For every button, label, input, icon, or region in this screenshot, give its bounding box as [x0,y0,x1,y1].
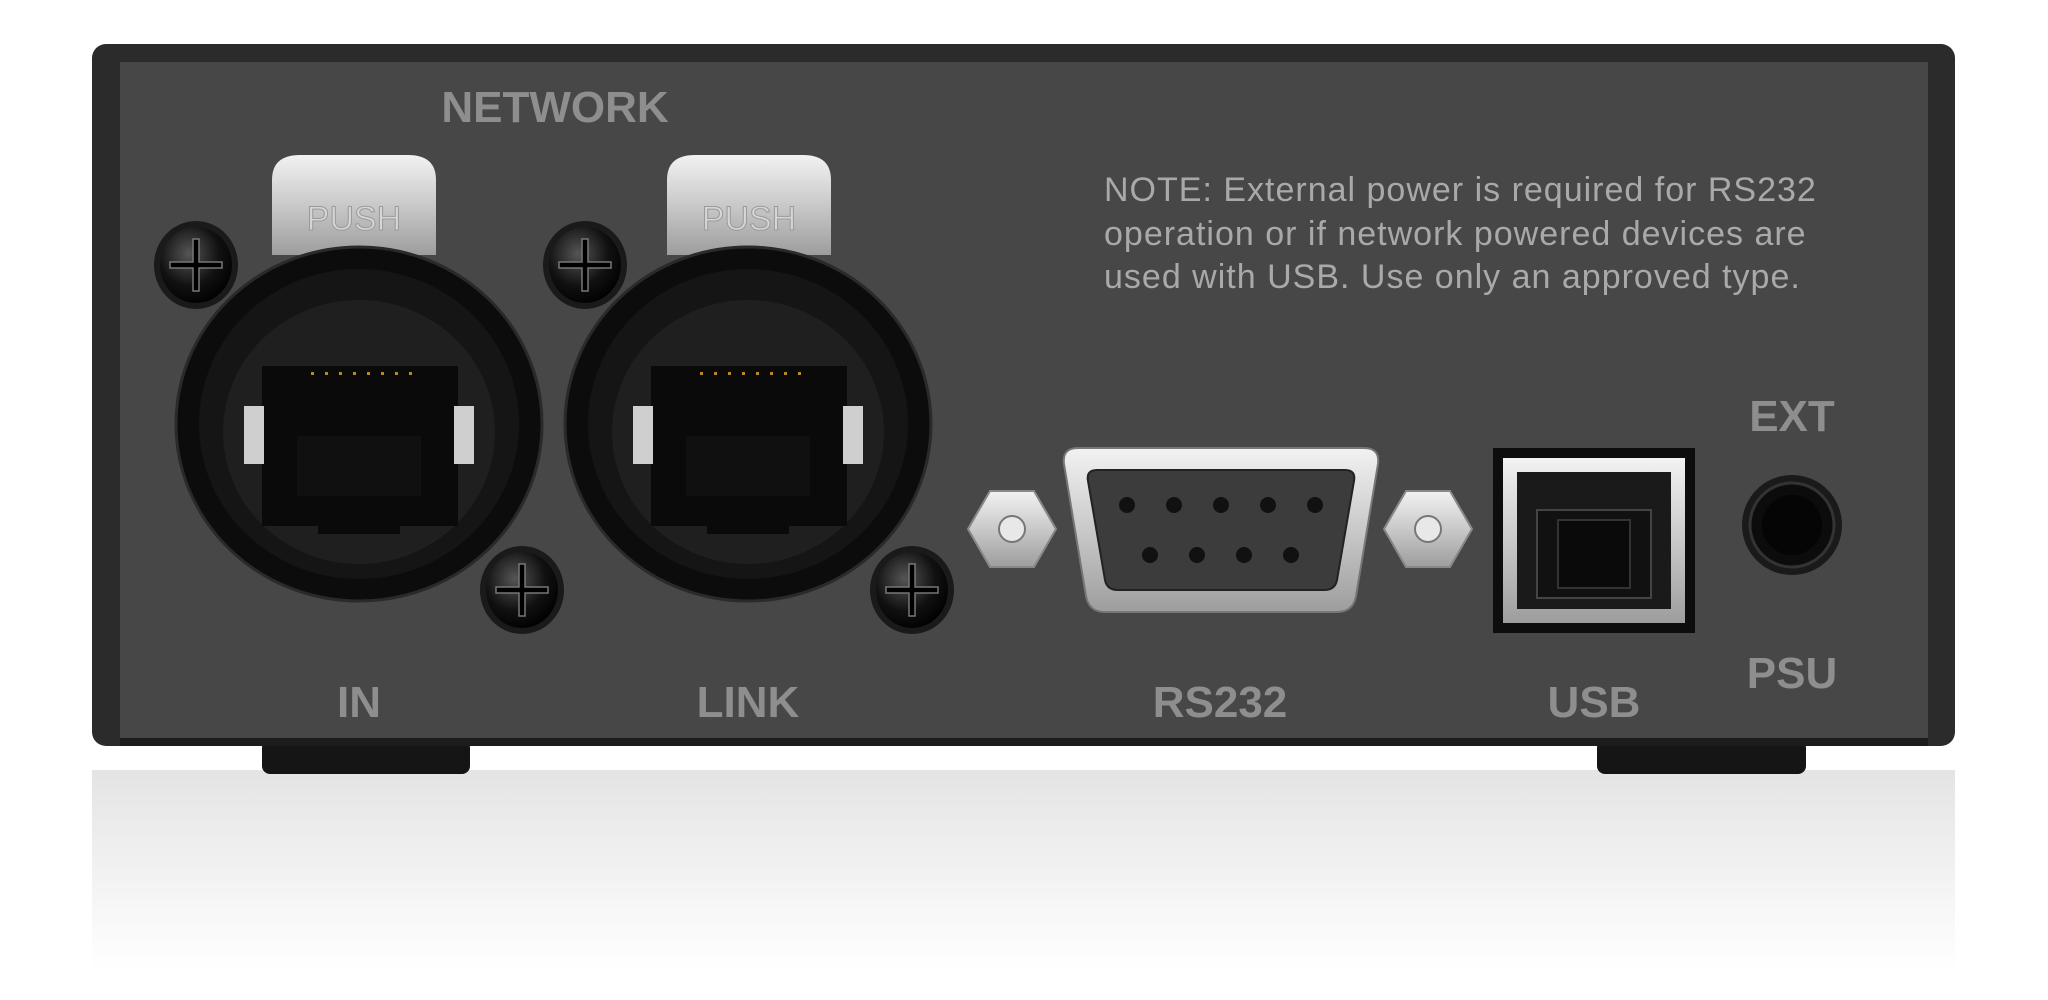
ext-psu-jack[interactable] [1742,475,1842,575]
screw-icon [479,545,565,635]
usb-b-port[interactable] [1493,448,1695,633]
push-label: PUSH [702,200,796,238]
port-label-psu: PSU [1747,649,1837,698]
port-label-ext: EXT [1749,392,1835,441]
foot-right [1597,740,1806,774]
ethernet-port-in[interactable]: PUSH [153,155,565,635]
port-label-in: IN [337,678,381,727]
push-label: PUSH [307,200,401,238]
screw-icon [153,220,239,310]
port-label-rs232: RS232 [1153,678,1288,727]
screw-icon [542,220,628,310]
port-label-usb: USB [1548,678,1641,727]
note-line: operation or if network powered devices … [1104,215,1807,253]
push-tab[interactable] [667,155,831,255]
screw-icon [869,545,955,635]
network-label: NETWORK [441,83,669,132]
push-tab[interactable] [272,155,436,255]
note-line: NOTE: External power is required for RS2… [1104,171,1817,209]
note-line: used with USB. Use only an approved type… [1104,258,1801,296]
floor-reflection [92,770,1955,970]
foot-left [262,740,470,774]
ethernet-port-link[interactable]: PUSH [542,155,955,635]
port-label-link: LINK [697,678,800,727]
rs232-port[interactable] [967,447,1473,613]
power-note: NOTE: External power is required for RS2… [1104,171,1817,296]
